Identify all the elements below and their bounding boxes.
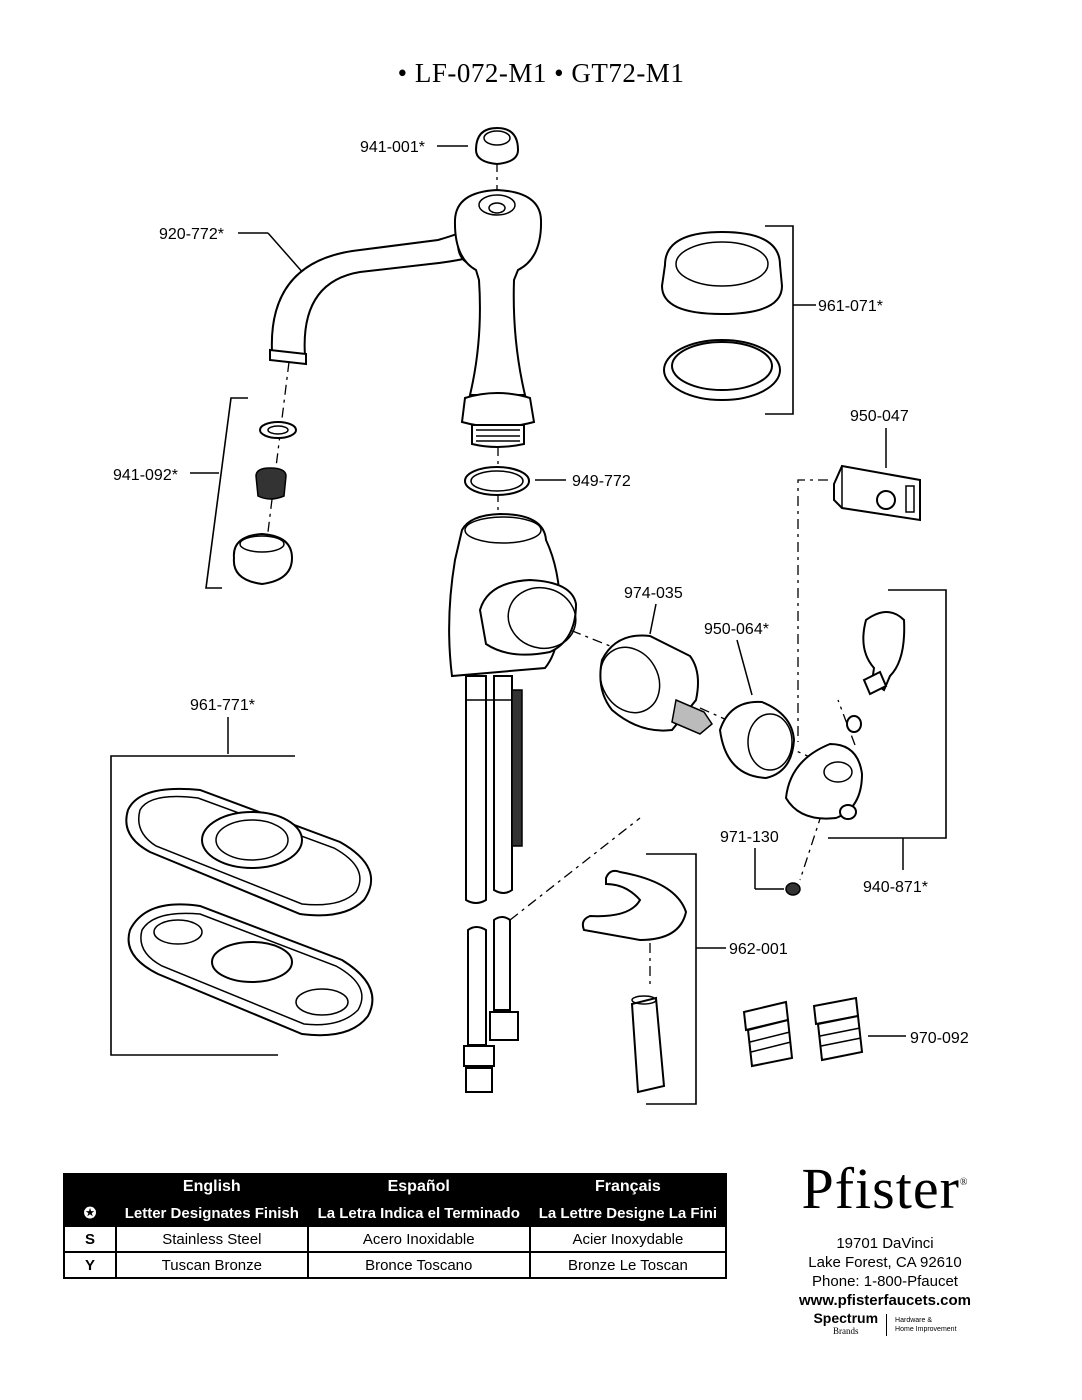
address-line-1: 19701 DaVinci [836, 1235, 934, 1252]
cap-941-001 [474, 126, 520, 166]
supply-lines [463, 916, 519, 1093]
adapters-970-092 [742, 996, 864, 1068]
header-english: English [115, 1173, 309, 1201]
spectrum-text: Spectrum [813, 1310, 879, 1326]
finish-key-symbol: ✪ [63, 1200, 117, 1227]
logo-divider [886, 1314, 888, 1336]
table-row: Y Tuscan Bronze Bronce Toscano Bronze Le… [63, 1251, 728, 1279]
label-961-071: 961-071* [818, 298, 883, 315]
finish-en: Tuscan Bronze [115, 1251, 309, 1279]
label-920-772: 920-772* [159, 226, 224, 243]
subheader-espanol: La Letra Indica el Terminado [306, 1200, 531, 1227]
setscrew-971-130 [785, 882, 801, 896]
leader-lines [110, 145, 947, 1105]
registered-mark: ® [959, 1177, 969, 1188]
aerator-941-092 [232, 421, 297, 586]
finish-key-header [63, 1173, 117, 1201]
finish-en: Stainless Steel [115, 1225, 309, 1253]
brand-block: Pfister® 19701 DaVinci Lake Forest, CA 9… [760, 1160, 1010, 1338]
cartridge-974-035 [599, 634, 713, 735]
finish-fr: Acier Inoxydable [528, 1225, 728, 1253]
label-962-001: 962-001 [729, 941, 788, 958]
handle-940-871 [784, 611, 906, 820]
spectrum-sub: Brands [833, 1326, 859, 1336]
bonnet-950-064 [718, 700, 796, 780]
finish-code: Y [63, 1251, 117, 1279]
label-950-064: 950-064* [704, 621, 769, 638]
finish-es: Bronce Toscano [306, 1251, 531, 1279]
website-link[interactable]: www.pfisterfaucets.com [799, 1292, 971, 1309]
label-949-772: 949-772 [572, 473, 631, 490]
label-941-001: 941-001* [360, 139, 425, 156]
pfister-logo: Pfister® [760, 1160, 1010, 1218]
header-espanol: Español [306, 1173, 531, 1201]
spout-920-772 [269, 226, 478, 366]
address-line-2: Lake Forest, CA 92610 [808, 1254, 962, 1271]
logo-text: Pfister [801, 1156, 960, 1221]
subheader-francais: La Lettre Designe La Fini [528, 1200, 728, 1227]
header-francais: Français [528, 1173, 728, 1201]
hardware-text: Hardware & [895, 1317, 933, 1324]
label-941-092: 941-092* [113, 467, 178, 484]
subheader-english: Letter Designates Finish [115, 1200, 309, 1227]
finish-fr: Bronze Le Toscan [528, 1251, 728, 1279]
page-title: • LF-072-M1 • GT72-M1 [397, 58, 685, 88]
oring-949-772 [464, 466, 530, 496]
block-950-047 [833, 464, 921, 522]
label-961-771: 961-771* [190, 697, 255, 714]
rings-961-071 [660, 230, 784, 401]
label-971-130: 971-130 [720, 829, 779, 846]
faucet-main-body [448, 512, 578, 904]
label-940-871: 940-871* [863, 879, 928, 896]
finish-es: Acero Inoxidable [306, 1225, 531, 1253]
mounting-kit-962-001 [581, 869, 688, 1094]
home-improvement-text: Home Improvement [895, 1326, 957, 1333]
table-row: S Stainless Steel Acero Inoxidable Acier… [63, 1225, 728, 1253]
phone: Phone: 1-800-Pfaucet [812, 1273, 958, 1290]
label-950-047: 950-047 [850, 408, 909, 425]
label-970-092: 970-092 [910, 1030, 969, 1047]
label-974-035: 974-035 [624, 585, 683, 602]
faucet-upper-body [453, 188, 543, 448]
exploded-parts-diagram: 941-001* 920-772* 961-071* 950-047 941-0… [110, 126, 969, 1105]
finish-table: English Español Français ✪ Letter Design… [63, 1173, 728, 1279]
deckplate-961-771 [125, 787, 374, 1037]
finish-code: S [63, 1225, 117, 1253]
